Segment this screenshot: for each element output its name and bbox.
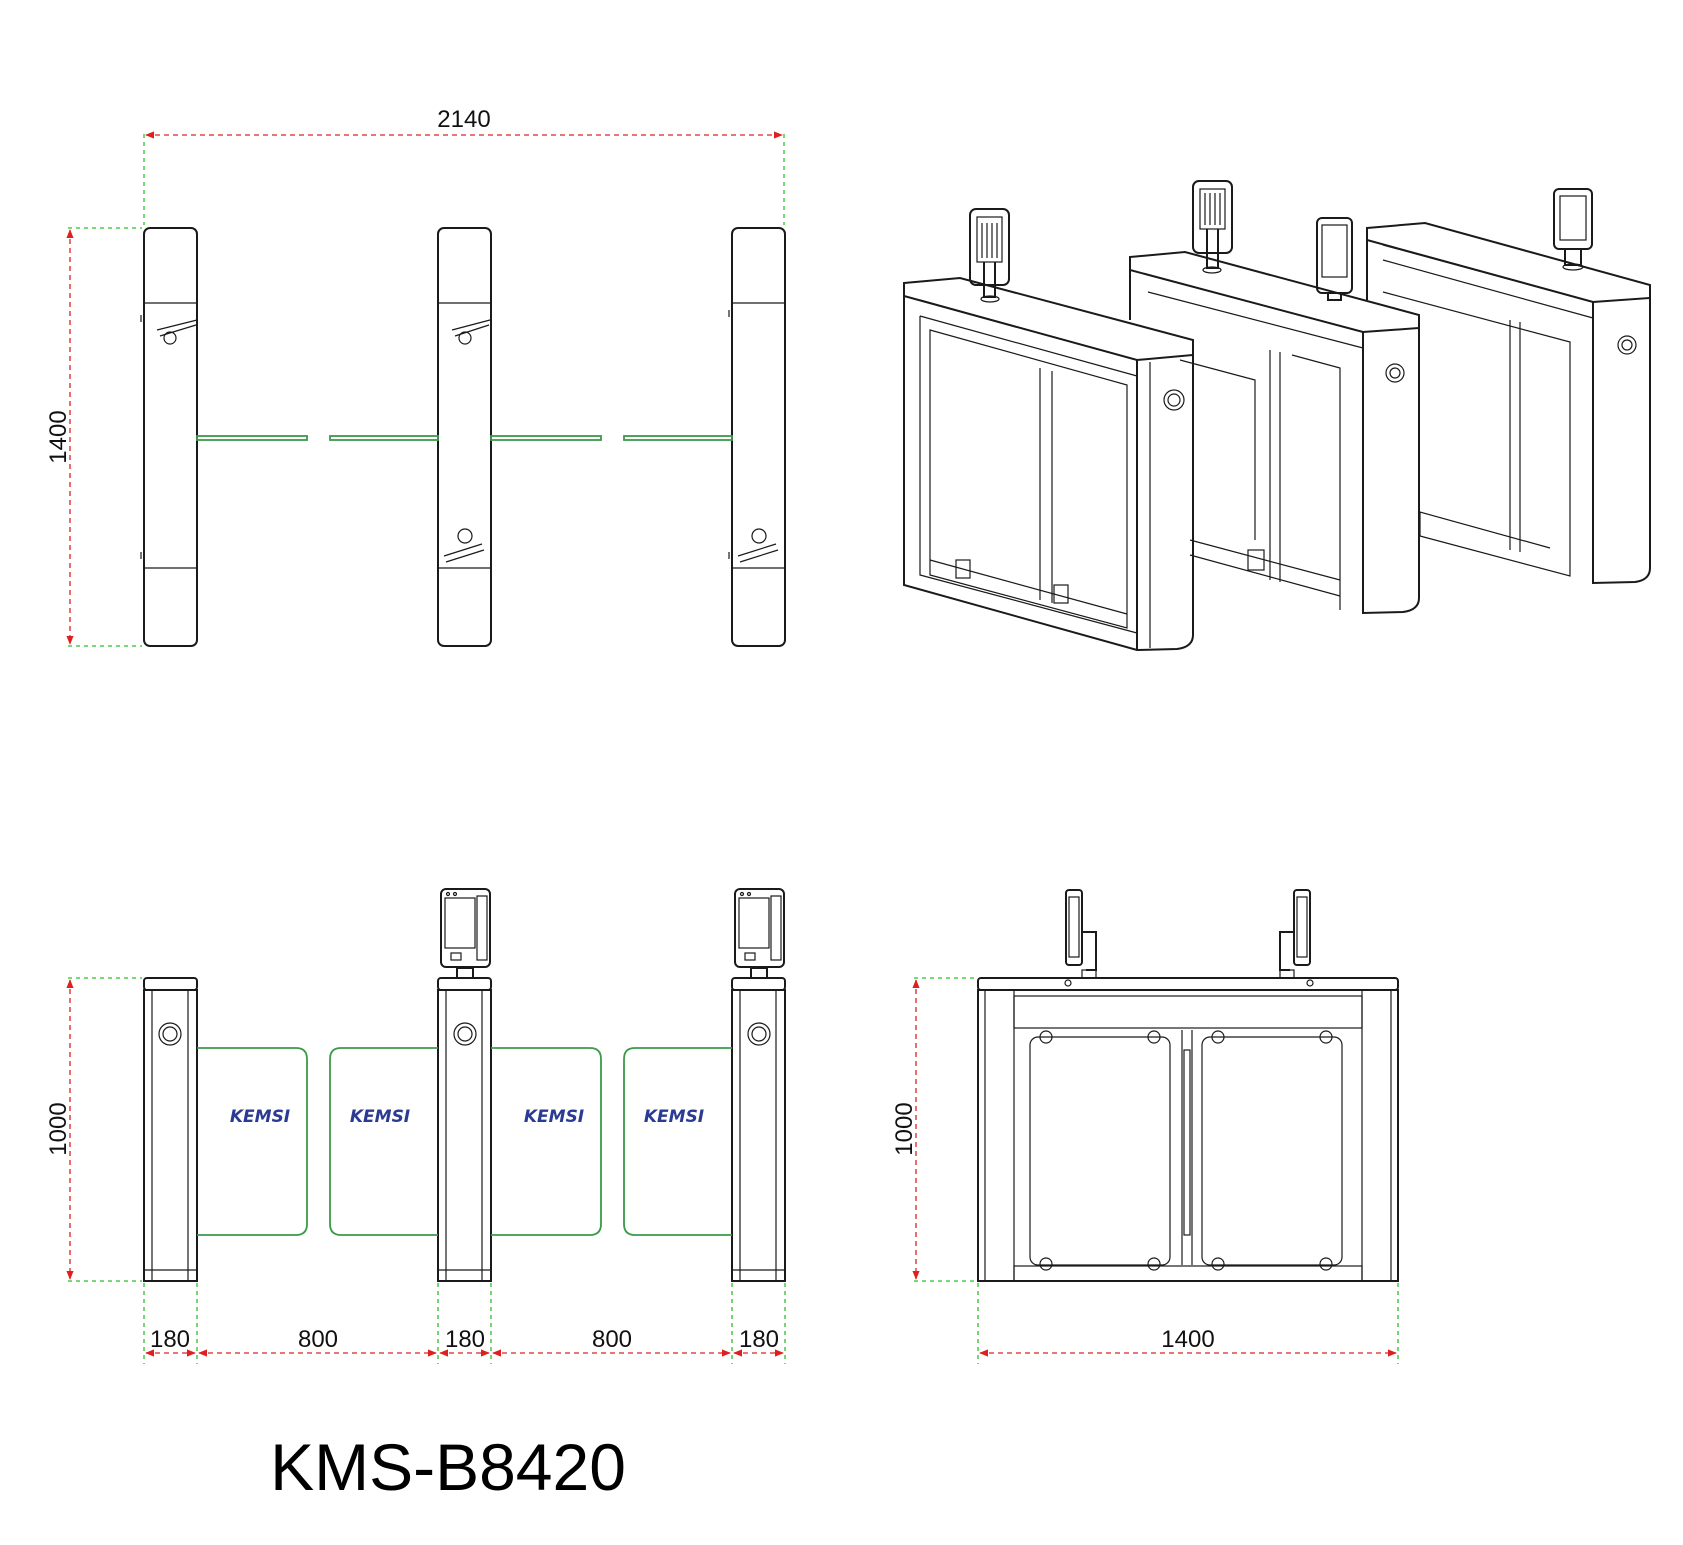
brand-label: KEMSI <box>644 1107 704 1127</box>
top-view: 2140 1400 <box>45 106 786 647</box>
height-dimension-label: 1000 <box>891 1102 918 1155</box>
side-terminal-right <box>1279 889 1311 979</box>
iso-unit-front <box>903 208 1194 652</box>
cabinet-middle-front <box>437 888 492 1282</box>
side-terminal-left <box>1065 889 1097 979</box>
dimension-label: 800 <box>592 1326 632 1353</box>
dimension-label: 180 <box>445 1326 485 1353</box>
model-name: KMS-B8420 <box>270 1430 626 1504</box>
cabinet-right-front <box>731 888 786 1282</box>
isometric-view <box>903 180 1651 652</box>
front-view: 1000 <box>45 888 786 1364</box>
height-dimension-label: 1400 <box>45 410 72 463</box>
iso-unit-back <box>1366 188 1651 585</box>
width-dimension-chain <box>143 1283 786 1364</box>
cabinet-right-plan <box>728 227 786 647</box>
width-dimension-label: 2140 <box>437 106 490 133</box>
dimension-label: 180 <box>150 1326 190 1353</box>
face-terminal <box>440 888 491 968</box>
height-dimension-label: 1000 <box>45 1102 72 1155</box>
brand-label: KEMSI <box>350 1107 410 1127</box>
cabinet-middle-plan <box>437 227 492 647</box>
side-view: 1000 <box>891 889 1399 1364</box>
cabinet-left-plan <box>140 227 198 647</box>
iso-unit-middle <box>1129 180 1420 615</box>
brand-label: KEMSI <box>524 1107 584 1127</box>
brand-label: KEMSI <box>230 1107 290 1127</box>
glass-wings-front <box>197 1047 732 1236</box>
dimension-label: 180 <box>739 1326 779 1353</box>
glass-wings-plan <box>196 435 733 441</box>
side-frame <box>977 977 1399 1282</box>
dimension-label: 800 <box>298 1326 338 1353</box>
width-dimension-label: 1400 <box>1161 1326 1214 1353</box>
cabinet-left-front <box>143 977 198 1282</box>
face-terminal <box>734 888 785 968</box>
